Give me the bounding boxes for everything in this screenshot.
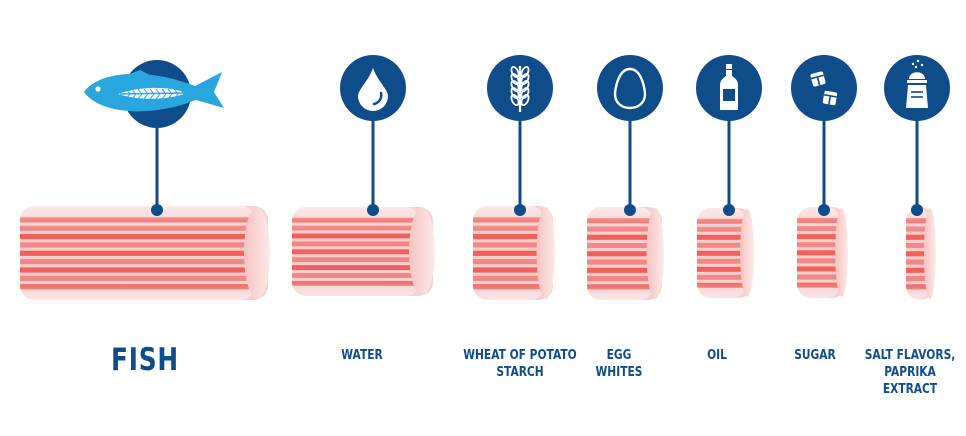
crab-stick-water (292, 207, 435, 296)
wheat-icon (487, 55, 553, 121)
label-fish: FISH (111, 342, 179, 378)
icons-layer (84, 55, 950, 128)
crab-stick-starch (473, 206, 555, 300)
label-oil: OIL (707, 348, 727, 363)
sugar-cubes-icon (791, 55, 857, 121)
crab-stick-egg (587, 207, 664, 300)
crab-stick-oil (697, 208, 754, 298)
connector-dot-starch (514, 204, 526, 216)
fish-icon (84, 60, 224, 128)
connector-dot-fish (151, 204, 163, 216)
connector-dot-sugar (818, 204, 830, 216)
connector-dot-oil (723, 204, 735, 216)
label-water: WATER (341, 348, 383, 363)
connectors-layer (151, 121, 923, 216)
salt-shaker-icon (884, 55, 950, 121)
crab-stick-salt (906, 207, 936, 300)
crab-sticks-layer (20, 206, 936, 300)
water-drop-icon (340, 55, 406, 121)
crab-stick-fish (20, 206, 270, 300)
connector-dot-egg (624, 204, 636, 216)
crab-stick-sugar (797, 207, 849, 298)
label-egg-whites: EGG WHITES (595, 348, 643, 380)
oil-bottle-icon (696, 55, 762, 121)
label-starch: WHEAT OF POTATO STARCH (463, 348, 577, 380)
connector-dot-water (367, 204, 379, 216)
label-sugar: SUGAR (794, 348, 836, 363)
label-salt-paprika: SALT FLAVORS, PAPRIKA EXTRACT (864, 348, 956, 397)
egg-icon (597, 55, 663, 121)
connector-dot-salt (911, 204, 923, 216)
